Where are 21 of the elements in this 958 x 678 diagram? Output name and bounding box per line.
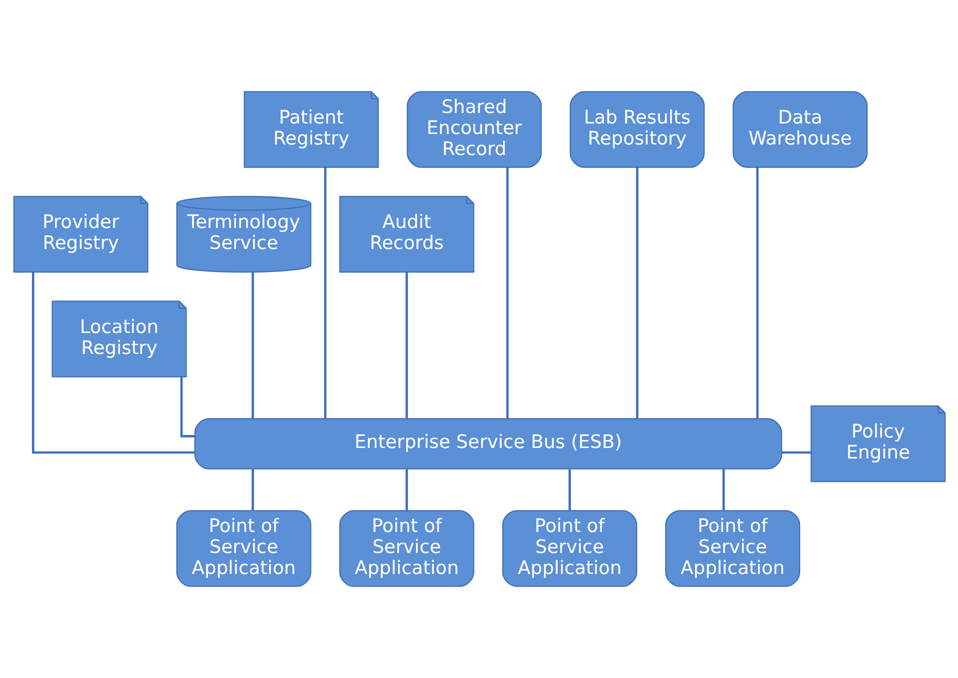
node-box: Shared Encounter Record [406,91,542,168]
node-box: Point of Service Application [176,510,311,587]
connector [756,167,758,418]
connector [324,167,326,418]
connector [636,167,638,418]
connector [251,469,254,510]
node-box: Point of Service Application [664,510,800,587]
node-box: Data Warehouse [732,91,868,168]
connector [31,272,194,454]
node-box: Enterprise Service Bus (ESB) [194,418,782,470]
node-box: Lab Results Repository [569,91,704,168]
connector [722,469,724,510]
connector [405,272,408,419]
connector [781,451,811,454]
connector [506,167,508,418]
connector [405,469,408,510]
connector [251,272,254,419]
node-box: Point of Service Application [502,510,637,587]
connector [180,376,194,438]
connector [568,469,570,510]
node-box: Point of Service Application [338,510,474,587]
